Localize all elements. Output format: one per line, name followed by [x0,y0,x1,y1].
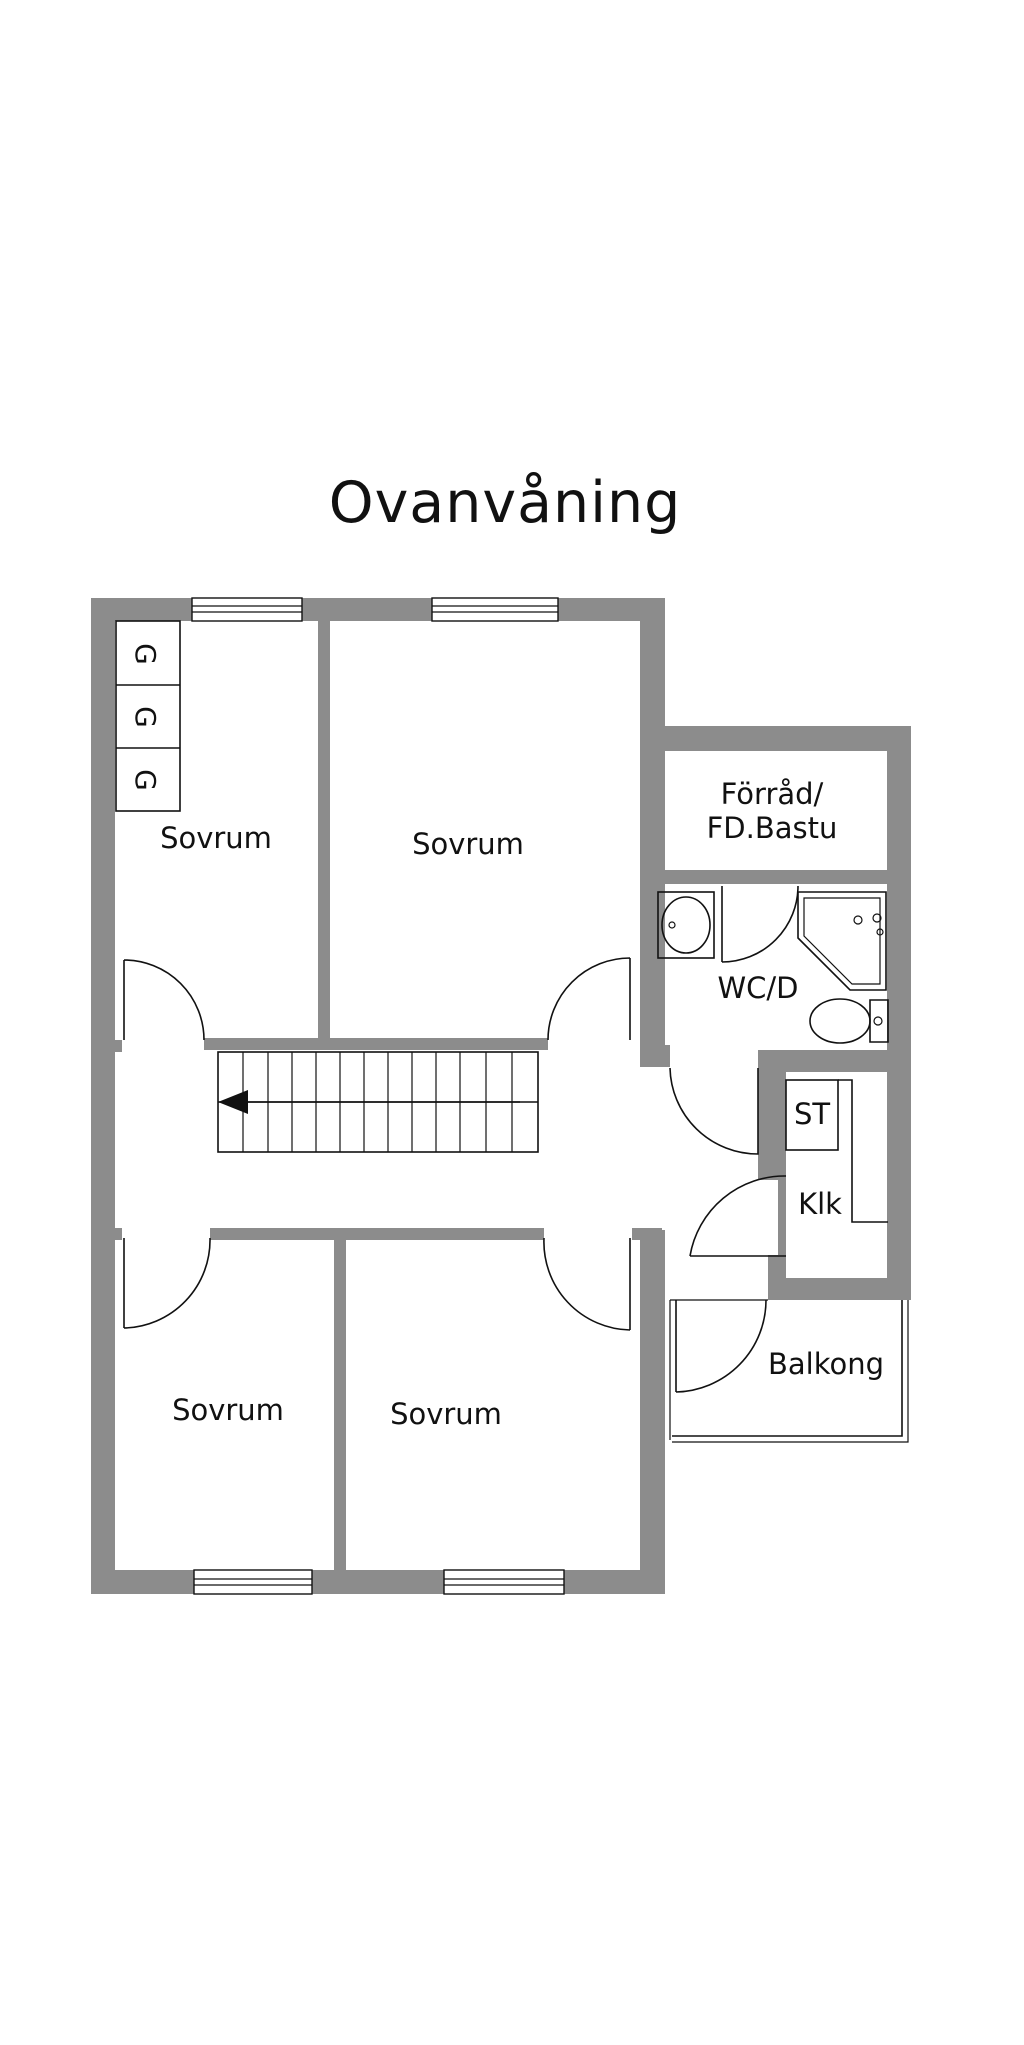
walls [91,598,911,1594]
room-label-balcony: Balkong [768,1347,884,1381]
door-wc [669,1067,759,1155]
st-cabinet [785,1079,839,1151]
wall-storage-bottom [655,870,900,884]
door-storage [721,885,799,963]
door-bottom-middle-bedroom [543,1237,631,1331]
wall-top-bedrooms-divider [318,620,330,1040]
sink-counter [657,891,715,959]
wall-wing-right [887,726,911,1300]
room-labels: Sovrum Sovrum Sovrum Sovrum Förråd/ FD.B… [160,777,884,1431]
wc-fixtures [657,891,889,1044]
wardrobe-outline [115,620,181,812]
room-label-bedroom-top-left: Sovrum [160,821,272,855]
wall-wing-top [640,726,911,751]
wall-wing-inner-left [640,1045,670,1067]
wall-right-stub [632,1228,662,1240]
room-label-st: ST [794,1097,830,1131]
wall-outer-left [91,598,115,1594]
wall-right-lower [640,1230,665,1594]
stairs-direction-arrow [218,1090,248,1114]
door-top-left-bedroom [123,959,205,1041]
windows [191,597,565,1595]
room-label-bedroom-top-middle: Sovrum [412,827,524,861]
wall-wing-bottom [768,1278,911,1300]
window-top-middle [431,597,559,622]
shower-icon [797,891,887,991]
room-label-bedroom-bottom-left: Sovrum [172,1393,284,1427]
wardrobe-mark-1: G [129,643,162,665]
staircase [217,1051,539,1153]
wall-right-upper [640,598,665,1060]
doors [123,885,799,1393]
wall-left-stub-lower [110,1228,122,1240]
door-balcony [675,1299,767,1393]
closet-shelves [785,1079,888,1223]
wall-hall-bottom [210,1228,544,1240]
wall-left-stub-upper [110,1040,122,1052]
wall-outer-top [91,598,665,621]
room-label-bedroom-bottom-middle: Sovrum [390,1397,502,1431]
door-bottom-left-bedroom [123,1237,211,1329]
window-top-left [191,597,303,622]
wall-closet-left-lower [778,1060,786,1278]
wardrobe-mark-3: G [129,769,162,791]
room-label-wc: WC/D [717,971,798,1005]
wall-bottom-bedrooms-divider [334,1238,346,1573]
wall-hall-top [204,1038,548,1050]
window-bottom-left [193,1569,313,1595]
wall-closet-stub [768,1255,786,1300]
plan-title: Ovanvåning [328,470,682,536]
toilet-icon [869,999,889,1043]
window-bottom-middle [443,1569,565,1595]
room-label-storage: Förråd/ [721,777,824,811]
room-label-storage-line2: FD.Bastu [707,811,838,845]
wardrobe: G G G [115,620,181,812]
sink-icon [661,896,711,954]
wardrobe-mark-2: G [129,706,162,728]
door-top-middle-bedroom [547,957,631,1041]
balcony [669,1299,909,1443]
door-closet [689,1175,787,1257]
wall-wc-bottom [758,1050,898,1072]
closet-shelf [838,1079,888,1223]
balcony-railing [672,1300,903,1437]
room-label-closet: Klk [798,1187,842,1221]
wall-outer-bottom [91,1570,665,1594]
toilet-bowl [809,998,871,1044]
